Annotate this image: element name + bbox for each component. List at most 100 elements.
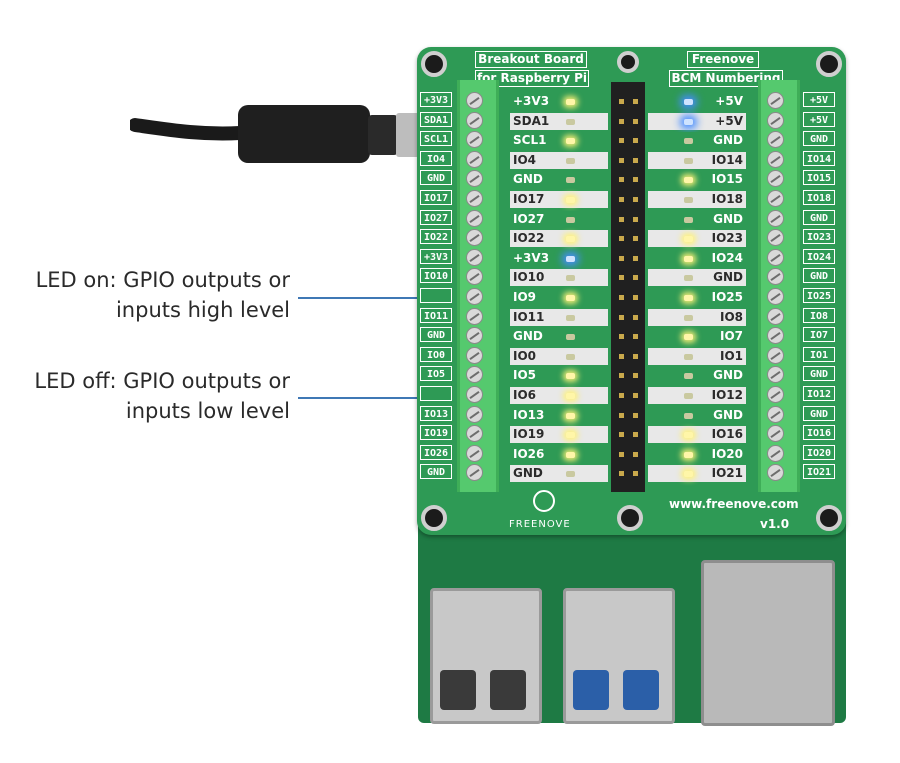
right-terminal-screw[interactable] bbox=[767, 366, 784, 384]
right-pin-label: +5V bbox=[648, 112, 746, 130]
header-pin bbox=[619, 373, 624, 379]
usb3-slot-1 bbox=[573, 670, 609, 710]
right-status-led bbox=[684, 432, 693, 439]
left-terminal-screw[interactable] bbox=[466, 248, 483, 266]
right-status-led bbox=[684, 314, 693, 321]
left-status-led bbox=[566, 471, 575, 478]
left-terminal-screw[interactable] bbox=[466, 170, 483, 188]
left-status-led bbox=[566, 393, 575, 399]
right-terminal-screw[interactable] bbox=[767, 386, 784, 403]
right-terminal-label: IO16 bbox=[803, 425, 835, 441]
left-terminal-screw[interactable] bbox=[466, 464, 483, 482]
gpio-header bbox=[611, 82, 645, 492]
right-status-led bbox=[684, 471, 693, 478]
right-pin-label: +5V bbox=[648, 93, 746, 110]
left-pin-label: GND bbox=[510, 465, 608, 483]
right-status-led bbox=[684, 177, 693, 184]
right-terminal-screw[interactable] bbox=[767, 405, 784, 423]
left-terminal-screw[interactable] bbox=[466, 229, 483, 247]
left-pin-label: GND bbox=[510, 328, 608, 346]
right-terminal-label: IO12 bbox=[803, 386, 835, 401]
right-status-led bbox=[684, 138, 693, 145]
right-terminal-label: IO21 bbox=[803, 464, 835, 480]
right-terminal-screw[interactable] bbox=[767, 248, 784, 266]
right-terminal-label: GND bbox=[803, 131, 835, 147]
left-terminal-screw[interactable] bbox=[466, 346, 483, 364]
header-pin bbox=[633, 393, 638, 398]
led-off-line2: inputs low level bbox=[125, 399, 290, 423]
right-terminal-screw[interactable] bbox=[767, 209, 784, 227]
right-pin-label: GND bbox=[648, 210, 746, 228]
left-terminal-label: IO0 bbox=[420, 346, 452, 362]
header-pin bbox=[633, 451, 638, 457]
left-terminal-screw[interactable] bbox=[466, 150, 483, 168]
left-terminal-screw[interactable] bbox=[466, 209, 483, 227]
left-terminal-screw[interactable] bbox=[466, 111, 483, 129]
right-terminal-screw[interactable] bbox=[767, 170, 784, 188]
usb-slot-left-1 bbox=[440, 670, 476, 710]
left-terminal-screw[interactable] bbox=[466, 131, 483, 149]
left-terminal-screw[interactable] bbox=[466, 92, 483, 109]
left-terminal-screw[interactable] bbox=[466, 405, 483, 423]
left-terminal-screw[interactable] bbox=[466, 190, 483, 207]
left-terminal-screw[interactable] bbox=[466, 386, 483, 403]
right-terminal-screw[interactable] bbox=[767, 111, 784, 129]
left-status-led bbox=[566, 118, 575, 125]
left-terminal-screw[interactable] bbox=[466, 268, 483, 286]
right-terminal-screw[interactable] bbox=[767, 229, 784, 247]
header-pin bbox=[633, 99, 638, 104]
right-terminal-screw[interactable] bbox=[767, 92, 784, 109]
led-on-line1: LED on: GPIO outputs or bbox=[35, 268, 290, 292]
right-status-led bbox=[684, 255, 693, 262]
left-terminal-screw[interactable] bbox=[466, 288, 483, 305]
left-status-led bbox=[566, 295, 575, 301]
right-pin-label: IO18 bbox=[648, 191, 746, 208]
left-terminal-screw[interactable] bbox=[466, 366, 483, 384]
left-status-led bbox=[566, 177, 575, 184]
header-pin bbox=[633, 373, 638, 379]
right-terminal-screw[interactable] bbox=[767, 190, 784, 207]
header-pin bbox=[619, 412, 624, 418]
mounting-hole-bl bbox=[421, 505, 447, 531]
left-terminal-screw[interactable] bbox=[466, 425, 483, 443]
led-off-callout: LED off: GPIO outputs or inputs low leve… bbox=[0, 366, 290, 426]
left-terminal-screw[interactable] bbox=[466, 444, 483, 462]
left-terminal-label bbox=[420, 288, 452, 303]
right-terminal-screw[interactable] bbox=[767, 464, 784, 482]
left-terminal-label: IO27 bbox=[420, 209, 452, 225]
right-status-led bbox=[684, 236, 693, 243]
header-pin bbox=[619, 157, 624, 163]
left-pin-label: IO0 bbox=[510, 347, 608, 365]
left-terminal-label: +3V3 bbox=[420, 248, 452, 264]
left-terminal-screw[interactable] bbox=[466, 307, 483, 325]
right-terminal-screw[interactable] bbox=[767, 425, 784, 443]
left-status-led bbox=[566, 255, 575, 262]
header-pin bbox=[633, 236, 638, 242]
left-pin-label: IO26 bbox=[510, 445, 608, 463]
right-terminal-screw[interactable] bbox=[767, 327, 784, 345]
header-pin bbox=[633, 353, 638, 359]
left-pin-label: SDA1 bbox=[510, 112, 608, 130]
header-pin bbox=[633, 177, 638, 183]
right-terminal-label: +5V bbox=[803, 111, 835, 127]
right-terminal-screw[interactable] bbox=[767, 307, 784, 325]
left-pin-label: IO22 bbox=[510, 230, 608, 248]
right-terminal-screw[interactable] bbox=[767, 150, 784, 168]
right-pin-label: IO14 bbox=[648, 151, 746, 169]
left-terminal-block bbox=[457, 80, 499, 492]
left-pin-label: +3V3 bbox=[510, 93, 608, 110]
usb-slot-left-2 bbox=[490, 670, 526, 710]
right-terminal-screw[interactable] bbox=[767, 346, 784, 364]
led-on-line2: inputs high level bbox=[115, 298, 290, 322]
right-terminal-screw[interactable] bbox=[767, 288, 784, 305]
usb3-slot-2 bbox=[623, 670, 659, 710]
left-status-led bbox=[566, 216, 575, 223]
right-terminal-screw[interactable] bbox=[767, 131, 784, 149]
header-pin bbox=[633, 295, 638, 300]
header-pin bbox=[619, 236, 624, 242]
right-status-led bbox=[684, 373, 693, 380]
left-terminal-screw[interactable] bbox=[466, 327, 483, 345]
mounting-hole-br bbox=[816, 505, 842, 531]
right-terminal-screw[interactable] bbox=[767, 268, 784, 286]
right-terminal-screw[interactable] bbox=[767, 444, 784, 462]
